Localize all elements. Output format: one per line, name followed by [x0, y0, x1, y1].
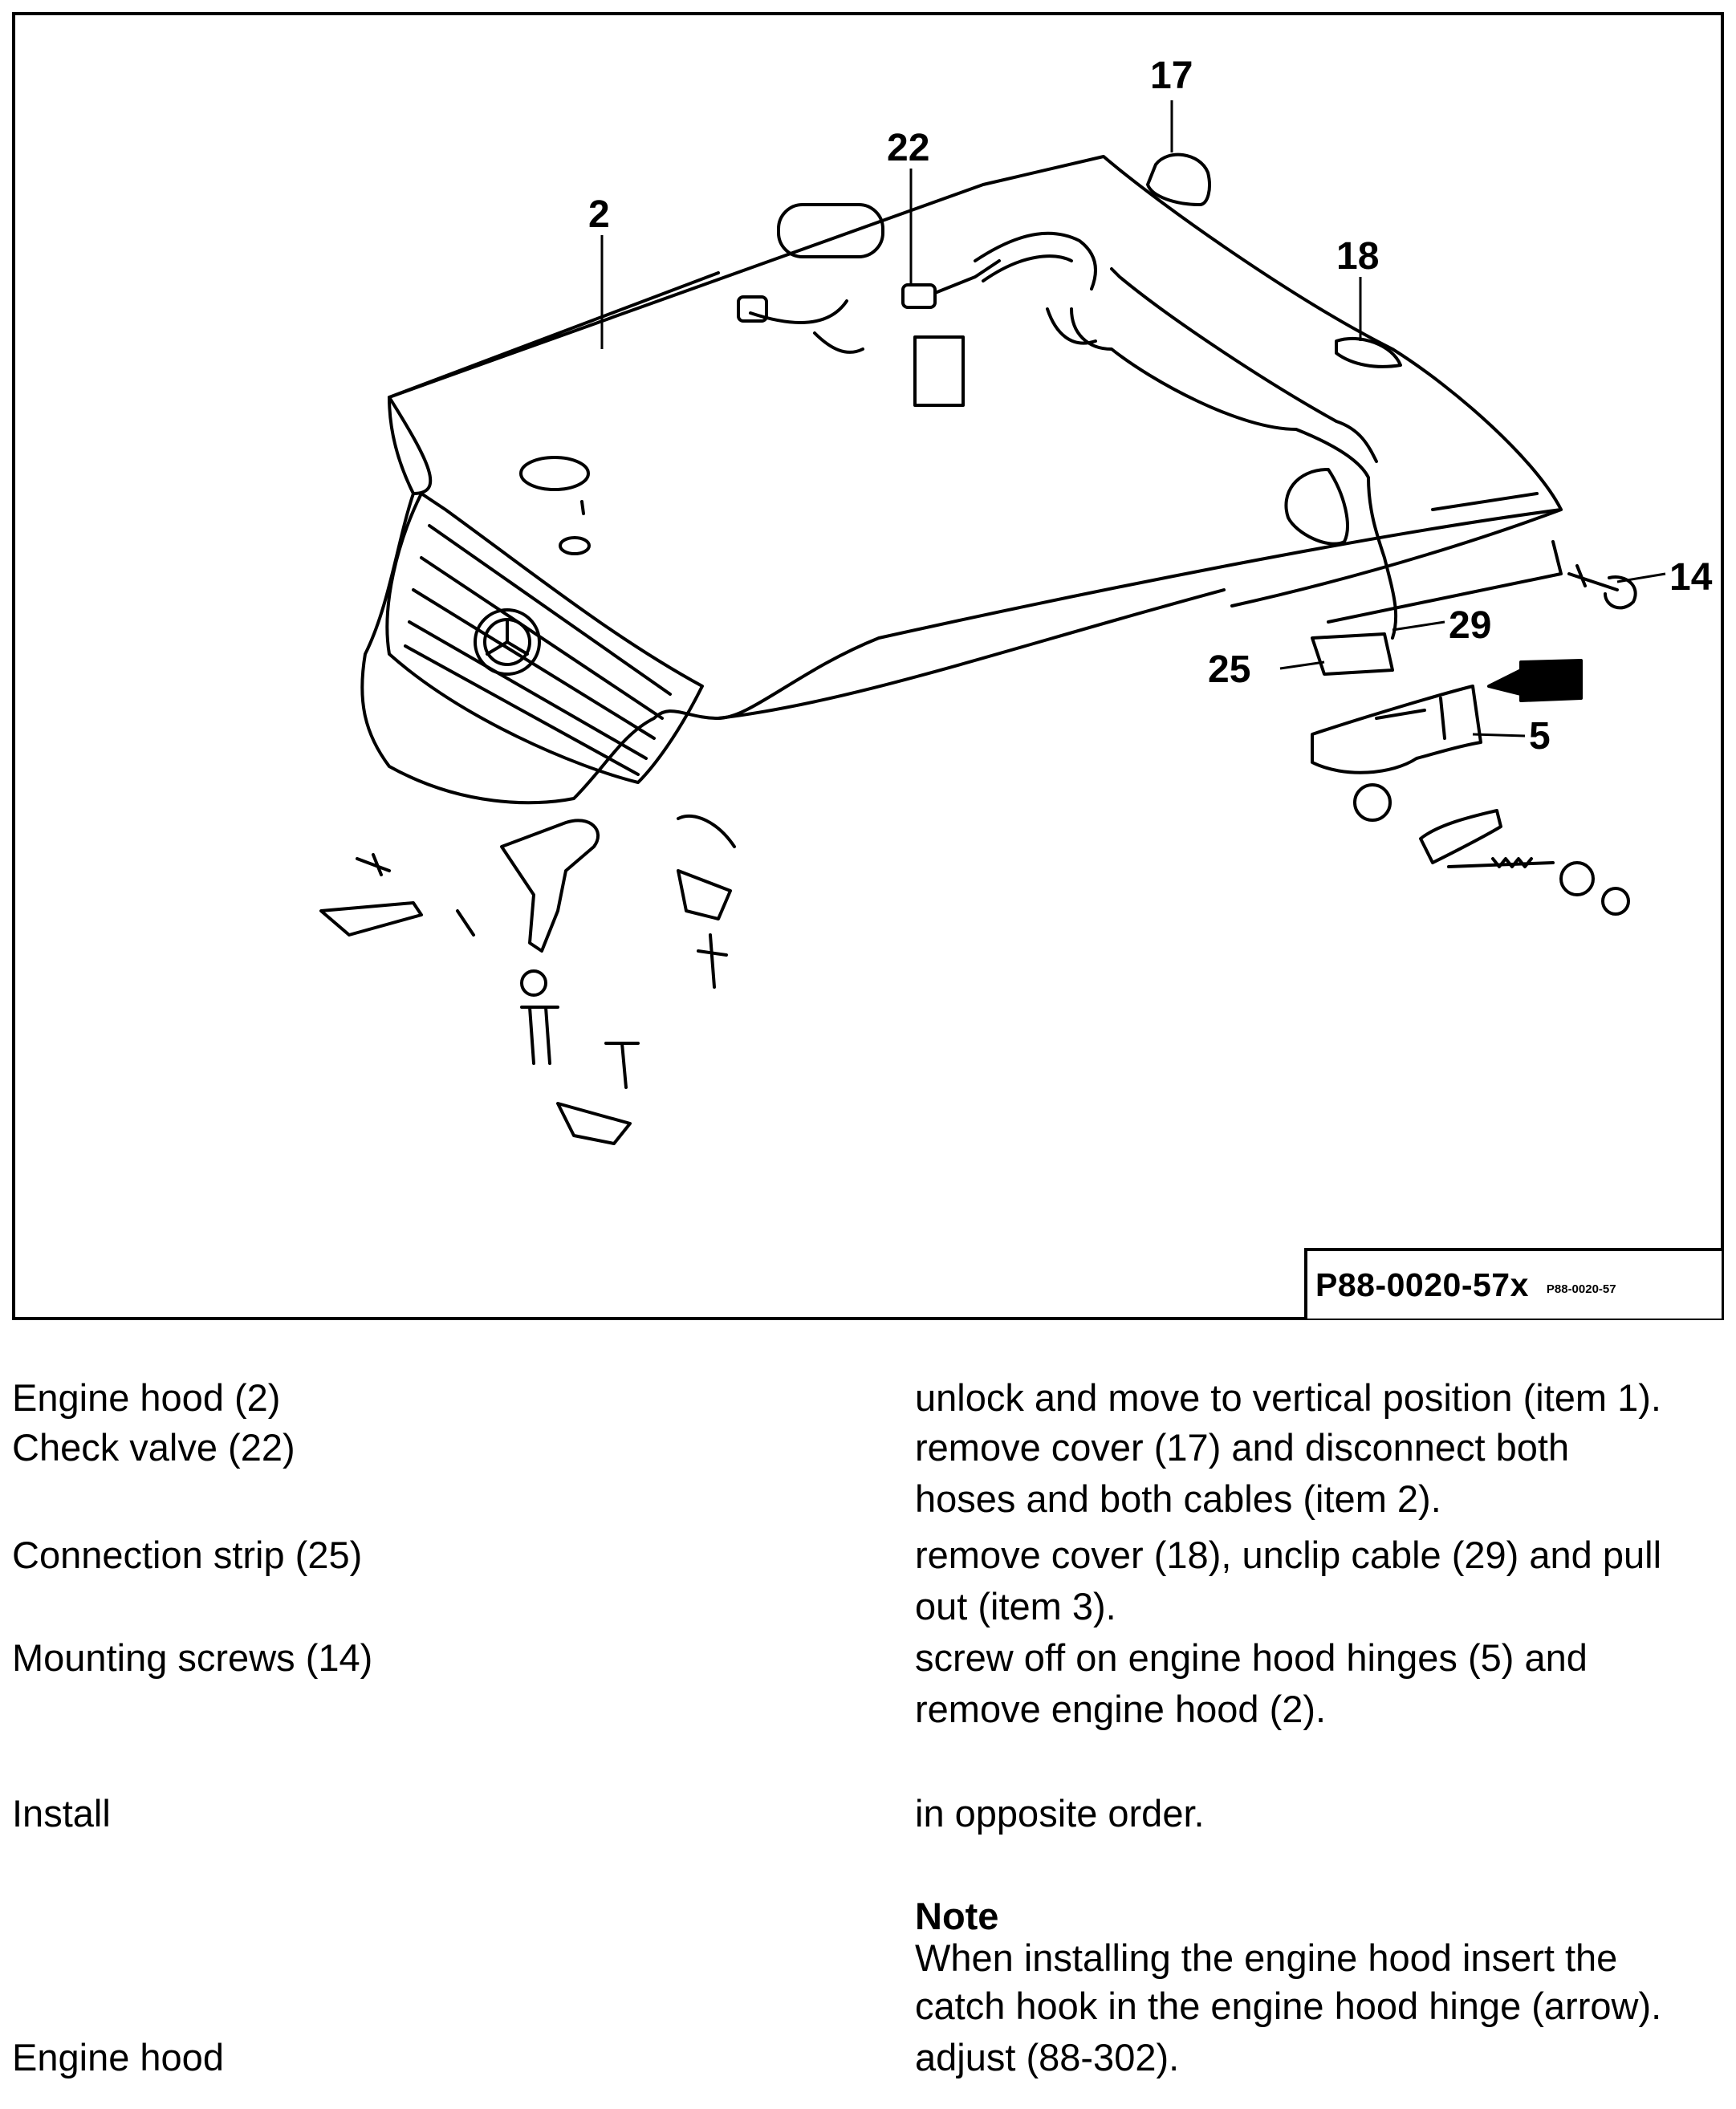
step-item: Check valve (22) [12, 1426, 295, 1469]
step-item: Connection strip (25) [12, 1534, 363, 1576]
step-action: remove cover (18), unclip cable (29) and… [915, 1534, 1662, 1576]
callout-29: 29 [1449, 604, 1491, 647]
step-item: Mounting screws (14) [12, 1636, 373, 1679]
step-action: screw off on engine hood hinges (5) and [915, 1636, 1588, 1679]
step-action: unlock and move to vertical position (it… [915, 1376, 1661, 1419]
step-item: Install [12, 1792, 111, 1835]
callout-5: 5 [1529, 715, 1551, 758]
step-action: remove cover (17) and disconnect both [915, 1426, 1570, 1469]
figure-caption: P88-0020-57x [1315, 1266, 1529, 1303]
engine-hood-illustration [319, 152, 1637, 1145]
step-item: Engine hood [12, 2036, 224, 2079]
callout-17: 17 [1150, 55, 1193, 97]
callout-18: 18 [1336, 235, 1379, 278]
figure-caption-small: P88-0020-57 [1546, 1282, 1616, 1296]
note-text: When installing the engine hood insert t… [915, 1936, 1618, 1979]
exploded-diagram-frame: 2 22 17 18 14 29 25 5 [12, 12, 1724, 1320]
step-item: Engine hood (2) [12, 1376, 281, 1419]
step-action: in opposite order. [915, 1792, 1205, 1835]
figure-caption-box: P88-0020-57x P88-0020-57 [1304, 1248, 1722, 1319]
callout-25: 25 [1208, 648, 1250, 691]
note-text: catch hook in the engine hood hinge (arr… [915, 1985, 1662, 2027]
note-heading: Note [915, 1895, 999, 1937]
step-action: adjust (88-302). [915, 2036, 1180, 2079]
callout-14: 14 [1669, 556, 1713, 599]
callout-2: 2 [588, 193, 610, 236]
step-action: remove engine hood (2). [915, 1688, 1327, 1730]
step-action: out (item 3). [915, 1585, 1116, 1627]
step-action: hoses and both cables (item 2). [915, 1477, 1441, 1520]
callout-22: 22 [887, 127, 929, 169]
